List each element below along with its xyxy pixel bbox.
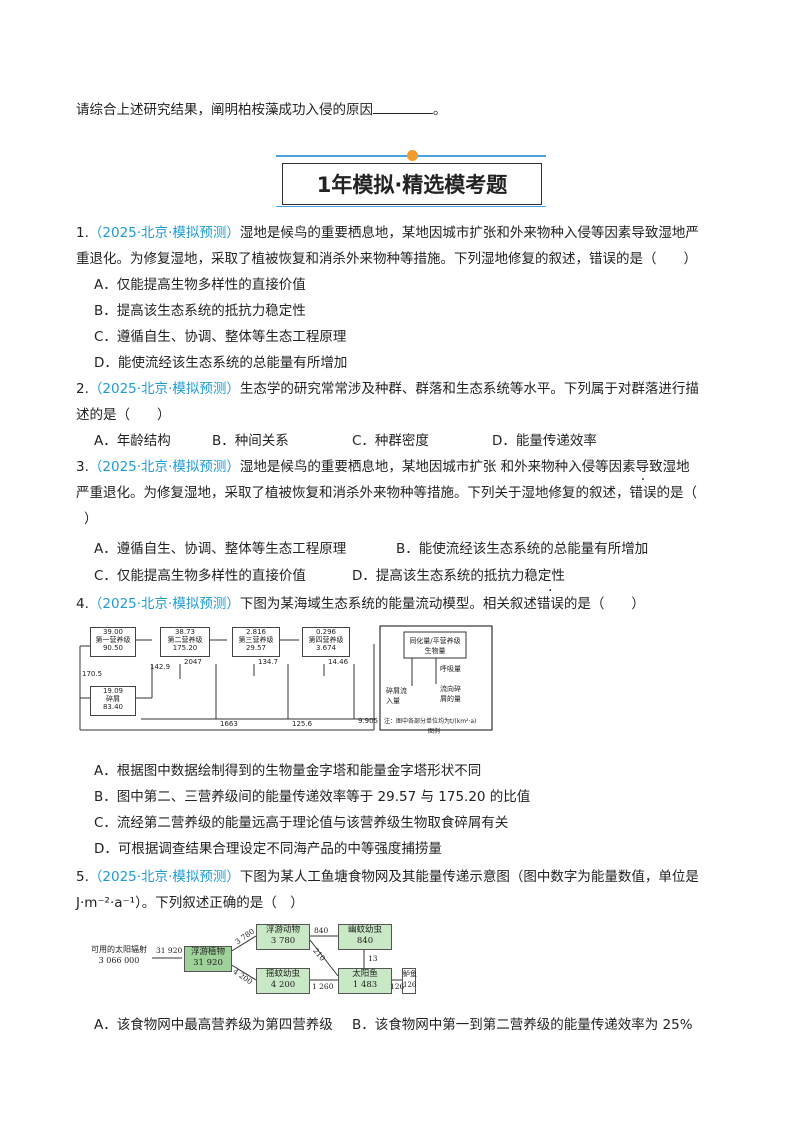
perch-box: 鲈鱼 126 [402, 968, 417, 994]
flow-label: 1663 [220, 720, 238, 728]
banner-dot [407, 150, 418, 161]
legend-detritus-in: 碎屑流入量 [386, 687, 407, 705]
q4-option-c[interactable]: C．流经第二营养级的能量远高于理论值与该营养级生物取食碎屑有关 [94, 815, 509, 831]
q5-option-b[interactable]: B．该食物网中第一到第二营养级的能量传递效率为 25% [352, 1017, 693, 1033]
q4-line1: 下图为某海域生态系统的能量流动模型。相关叙述 [239, 596, 537, 612]
q3-option-c[interactable]: C．仅能提高生物多样性的直接价值 [94, 568, 306, 584]
q5-source: （2025·北京·模拟预测） [88, 869, 240, 885]
intro-end: 。 [433, 102, 447, 118]
q4-option-a[interactable]: A．根据图中数据绘制得到的生物量金字塔和能量金字塔形状不同 [94, 763, 482, 779]
food-web-value: 1 260 [312, 982, 334, 991]
question-2: 2.（2025·北京·模拟预测）生态学的研究常常涉及种群、群落和生态系统等水平。… [76, 377, 699, 397]
sunfish-box: 太阳鱼 1 483 [338, 968, 392, 994]
food-web-arrows [152, 935, 402, 981]
q5-option-a[interactable]: A．该食物网中最高营养级为第四营养级 [94, 1017, 333, 1033]
q2-option-b[interactable]: B．种间关系 [212, 433, 289, 449]
q1-option-c[interactable]: C．遵循自生、协调、整体等生态工程原理 [94, 329, 347, 345]
flow-label: 125.6 [292, 720, 313, 728]
q3-number: 3. [76, 459, 89, 475]
q2-line2: 述的是（ ） [76, 407, 171, 423]
q4-number: 4. [76, 596, 89, 612]
flow-label: 9.905 [358, 717, 379, 725]
q2-option-a[interactable]: A．年龄结构 [94, 433, 171, 449]
energy-flow-arrows [79, 625, 493, 731]
legend-box-label: 同化量/平营养级生物量 [409, 637, 461, 655]
q2-number: 2. [76, 381, 89, 397]
q4-line1-end: 的是（ ） [563, 596, 645, 612]
q3-option-a[interactable]: A．遵循自生、协调、整体等生态工程原理 [94, 541, 347, 557]
q3-line2-end: 的是（ [656, 485, 698, 501]
question-5: 5.（2025·北京·模拟预测）下图为某人工鱼塘食物网及其能量传递示意图（图中数… [76, 865, 699, 885]
q5-number: 5. [76, 869, 89, 885]
solar-radiation-label: 可用的太阳辐射 3 066 000 [91, 945, 147, 965]
q2-line1: 生态学的研究常常涉及种群、群落和生态系统等水平。下列属于对群落进行描 [239, 381, 699, 397]
q3-line2: 严重退化。为修复湿地，采取了植被恢复和消杀外来物种等措施。下列关于湿地修复的叙述… [76, 485, 630, 501]
flow-label: 2047 [184, 658, 202, 666]
question-3: 3.（2025·北京·模拟预测）湿地是候鸟的重要栖息地，某地因城市扩张 和外来物… [76, 455, 690, 475]
food-web-value: 840 [314, 926, 329, 935]
q1-line2: 重退化。为修复湿地，采取了植被恢复和消杀外来物种等措施。下列湿地修复的叙述，错误… [76, 251, 697, 267]
legend-note: 注：图中各部分单位均为t/(km²·a) [384, 718, 477, 725]
intro-line: 请综合上述研究结果，阐明柏桉藻成功入侵的原因 。 [76, 98, 447, 118]
q4-option-b[interactable]: B．图中第二、三营养级间的能量传递效率等于 29.57 与 175.20 的比值 [94, 789, 531, 805]
q2-option-d[interactable]: D．能量传递效率 [492, 433, 597, 449]
chironomid-box: 摇蚊幼虫 4 200 [256, 968, 310, 994]
q3-emphasis: 错误 [630, 485, 657, 501]
answer-blank [373, 101, 433, 114]
q1-option-a[interactable]: A．仅能提高生物多样性的直接价值 [94, 277, 306, 293]
banner-title: 1年模拟·精选模考题 [316, 173, 508, 197]
legend-respiration: 呼吸量 [440, 665, 461, 673]
q3-line1: 湿地是候鸟的重要栖息地，某地因城市扩张 和外来物种入侵等因素导致湿地 [239, 459, 690, 475]
flow-label: 142.9 [150, 663, 171, 671]
section-banner: 1年模拟·精选模考题 [276, 150, 546, 207]
flow-label: 14.46 [328, 658, 349, 666]
flow-label: 134.7 [258, 658, 279, 666]
q1-option-b[interactable]: B．提高该生态系统的抵抗力稳定性 [94, 303, 306, 319]
question-4: 4.（2025·北京·模拟预测）下图为某海域生态系统的能量流动模型。相关叙述错误… [76, 592, 645, 612]
q5-line1: 下图为某人工鱼塘食物网及其能量传递示意图（图中数字为能量数值，单位是 [239, 869, 699, 885]
q4-option-d[interactable]: D．可根据调查结果合理设定不同海产品的中等强度捕捞量 [94, 841, 442, 857]
flow-label: 170.5 [82, 670, 103, 678]
question-1: 1.（2025·北京·模拟预测）湿地是候鸟的重要栖息地，某地因城市扩张和外来物种… [76, 221, 699, 241]
food-web-value: 13 [368, 954, 378, 963]
food-web-value: 126 [390, 982, 405, 991]
q2-option-c[interactable]: C．种群密度 [352, 433, 429, 449]
intro-text: 请综合上述研究结果，阐明柏桉藻成功入侵的原因 [76, 102, 373, 118]
q3-line3: ） [84, 511, 98, 527]
phantom-midge-box: 幽蚊幼虫 840 [338, 924, 392, 950]
zooplankton-box: 浮游动物 3 780 [256, 924, 310, 950]
food-web-value: 31 920 [156, 946, 183, 955]
q5-line2: J·m⁻²·a⁻¹）。下列叙述正确的是（ ） [76, 895, 304, 911]
q3-option-d[interactable]: D．提高该生态系统的抵抗力稳定性 [352, 568, 565, 584]
legend-detritus-out: 流向碎屑的量 [440, 685, 461, 703]
q1-source: （2025·北京·模拟预测） [88, 225, 240, 241]
legend-caption: 图例 [428, 728, 441, 735]
phytoplankton-box: 浮游植物 31 920 [184, 946, 232, 972]
q2-source: （2025·北京·模拟预测） [88, 381, 240, 397]
q4-source: （2025·北京·模拟预测） [88, 596, 240, 612]
q1-number: 1. [76, 225, 89, 241]
q1-option-d[interactable]: D．能使流经该生态系统的总能量有所增加 [94, 355, 348, 371]
food-web-figure: 可用的太阳辐射 3 066 000 31 920 浮游植物 31 920 浮游动… [84, 920, 417, 996]
q3-option-b[interactable]: B．能使流经该生态系统的总能量有所增加 [396, 541, 649, 557]
q3-source: （2025·北京·模拟预测） [88, 459, 240, 475]
q4-emphasis: 错误 [537, 596, 564, 612]
q1-line1: 湿地是候鸟的重要栖息地，某地因城市扩张和外来物种入侵等因素导致湿地严 [239, 225, 699, 241]
